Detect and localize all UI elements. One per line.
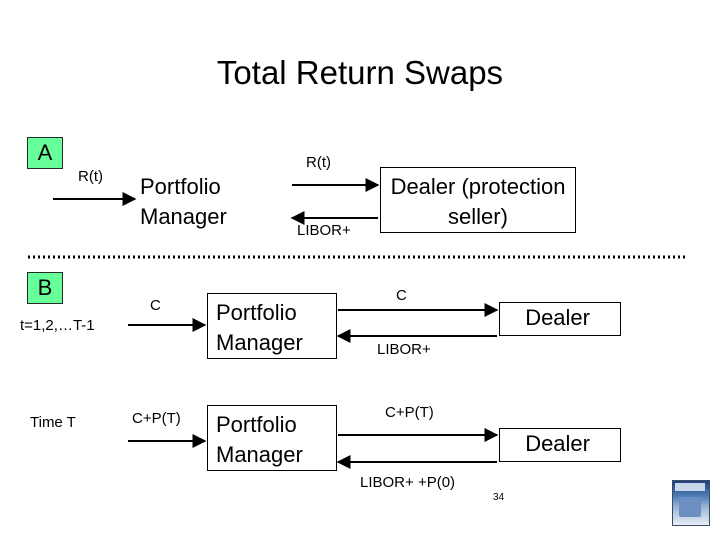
a-bottom-flow-label: LIBOR+ [297,222,351,239]
b2-top-flow-label: C+P(T) [385,404,434,421]
b1-manager-box: Portfolio Manager [207,293,337,359]
b1-period-label: t=1,2,…T-1 [20,317,95,334]
a-input-label: R(t) [78,168,103,185]
slide-title: Total Return Swaps [216,54,504,91]
b2-manager-box: Portfolio Manager [207,405,337,471]
b2-bottom-flow-label: LIBOR+ +P(0) [360,474,456,491]
b2-period-label: Time T [30,414,76,431]
b2-dealer-box: Dealer [499,428,621,462]
b1-dealer-box: Dealer [499,302,621,336]
b1-top-flow-label: C [396,287,407,304]
section-a-tag: A [27,137,63,169]
a-dealer-box: Dealer (protection seller) [380,167,576,233]
b1-bottom-flow-label: LIBOR+ [377,341,431,358]
a-top-flow-label: R(t) [306,154,331,171]
book-cover-image [672,480,710,526]
page-number: 34 [493,492,505,503]
section-b-tag: B [27,272,63,304]
b2-input-label: C+P(T) [132,410,181,427]
a-manager-label: Portfolio Manager [140,174,227,229]
b1-input-label: C [150,297,161,314]
